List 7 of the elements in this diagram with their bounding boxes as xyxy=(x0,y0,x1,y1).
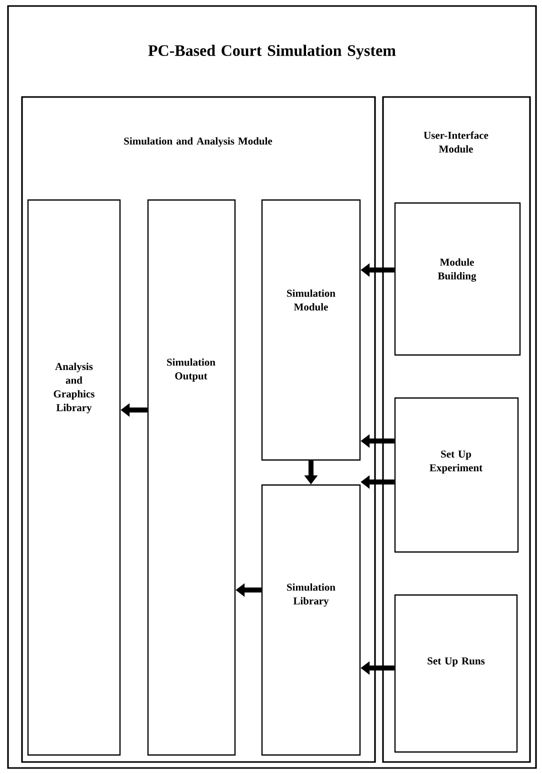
process-box: Simulation Module xyxy=(261,199,361,461)
process-box: Simulation Output xyxy=(147,199,236,756)
process-box: Simulation Library xyxy=(261,484,361,756)
process-box: Set Up Runs xyxy=(394,594,518,753)
process-box: Module Building xyxy=(394,202,521,356)
process-box: Analysis and Graphics Library xyxy=(27,199,121,756)
process-box: Set Up Experiment xyxy=(394,397,519,553)
